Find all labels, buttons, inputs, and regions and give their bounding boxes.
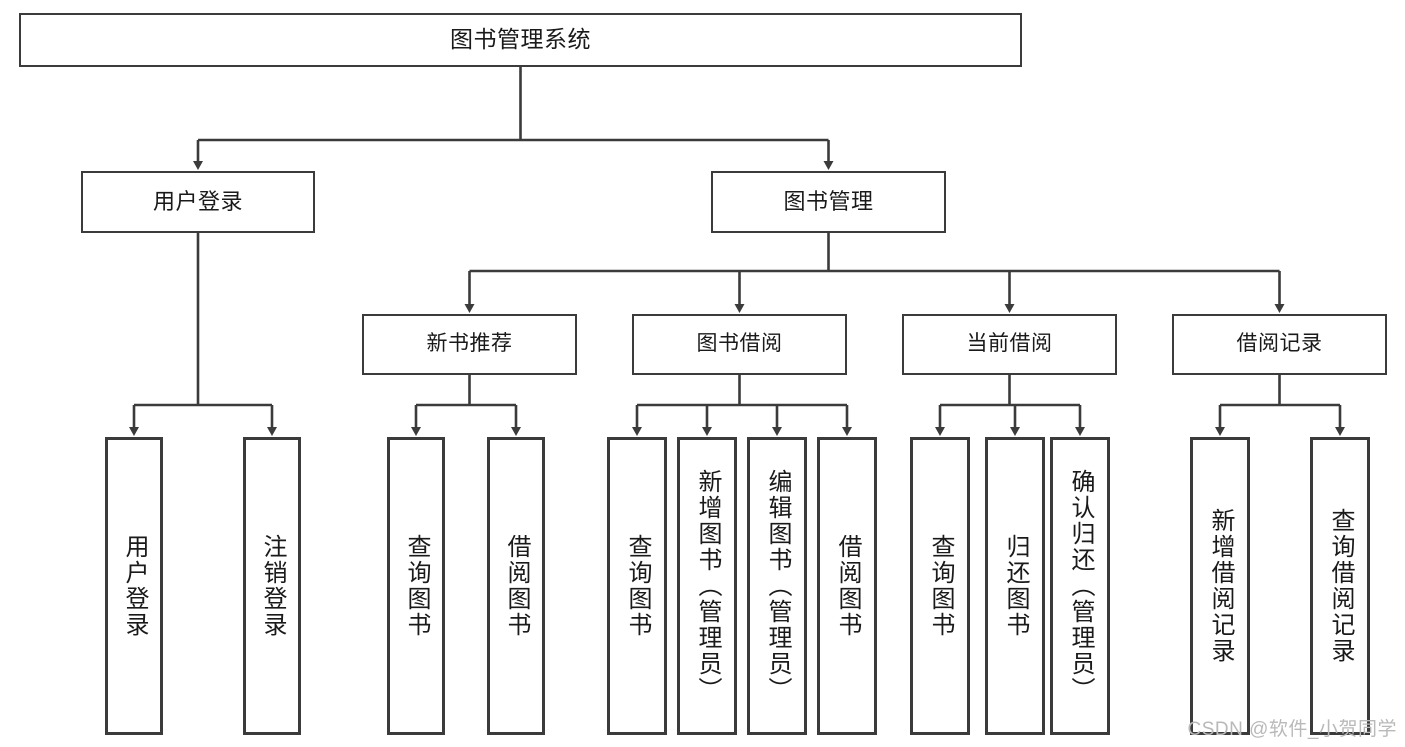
node-leaf-return-book-label: 归还图书 bbox=[1002, 534, 1029, 638]
connector-group bbox=[129, 67, 1345, 436]
node-leaf-borrow-book-1[interactable]: 借阅图书 bbox=[487, 437, 545, 735]
node-leaf-query-book-1-label: 查询图书 bbox=[403, 534, 430, 638]
node-book-borrow[interactable]: 图书借阅 bbox=[632, 314, 847, 375]
node-leaf-confirm-return-admin[interactable]: 确认归还（管理员） bbox=[1050, 437, 1110, 735]
node-current-borrow-label: 当前借阅 bbox=[966, 332, 1053, 356]
node-leaf-borrow-book-2[interactable]: 借阅图书 bbox=[817, 437, 877, 735]
node-leaf-query-book-2[interactable]: 查询图书 bbox=[607, 437, 667, 735]
node-leaf-add-book-admin[interactable]: 新增图书（管理员） bbox=[677, 437, 737, 735]
node-book-manage[interactable]: 图书管理 bbox=[711, 171, 946, 233]
node-book-borrow-label: 图书借阅 bbox=[696, 332, 783, 356]
node-leaf-logout-login-label: 注销登录 bbox=[259, 534, 286, 638]
node-leaf-borrow-book-2-label: 借阅图书 bbox=[834, 534, 861, 638]
node-new-book-recommend[interactable]: 新书推荐 bbox=[362, 314, 577, 375]
node-book-manage-label: 图书管理 bbox=[783, 189, 874, 215]
node-new-book-recommend-label: 新书推荐 bbox=[426, 332, 513, 356]
node-leaf-query-book-3-label: 查询图书 bbox=[927, 534, 954, 638]
node-leaf-add-borrow-record-label: 新增借阅记录 bbox=[1207, 508, 1234, 664]
node-leaf-confirm-return-admin-label: 确认归还（管理员） bbox=[1067, 469, 1094, 703]
node-leaf-borrow-book-1-label: 借阅图书 bbox=[503, 534, 530, 638]
node-leaf-query-book-2-label: 查询图书 bbox=[624, 534, 651, 638]
node-root[interactable]: 图书管理系统 bbox=[19, 13, 1022, 67]
node-leaf-user-login-label: 用户登录 bbox=[121, 534, 148, 638]
node-leaf-edit-book-admin[interactable]: 编辑图书（管理员） bbox=[747, 437, 807, 735]
node-leaf-add-borrow-record[interactable]: 新增借阅记录 bbox=[1190, 437, 1250, 735]
node-leaf-return-book[interactable]: 归还图书 bbox=[985, 437, 1045, 735]
node-root-label: 图书管理系统 bbox=[450, 26, 591, 53]
node-user-login[interactable]: 用户登录 bbox=[81, 171, 315, 233]
node-leaf-query-book-1[interactable]: 查询图书 bbox=[387, 437, 445, 735]
node-borrow-record[interactable]: 借阅记录 bbox=[1172, 314, 1387, 375]
node-leaf-edit-book-admin-label: 编辑图书（管理员） bbox=[764, 469, 791, 703]
node-leaf-query-borrow-record[interactable]: 查询借阅记录 bbox=[1310, 437, 1370, 735]
node-leaf-query-book-3[interactable]: 查询图书 bbox=[910, 437, 970, 735]
node-borrow-record-label: 借阅记录 bbox=[1236, 332, 1323, 356]
node-leaf-logout-login[interactable]: 注销登录 bbox=[243, 437, 301, 735]
node-leaf-add-book-admin-label: 新增图书（管理员） bbox=[694, 469, 721, 703]
node-current-borrow[interactable]: 当前借阅 bbox=[902, 314, 1117, 375]
node-user-login-label: 用户登录 bbox=[152, 189, 243, 215]
node-leaf-user-login[interactable]: 用户登录 bbox=[105, 437, 163, 735]
node-leaf-query-borrow-record-label: 查询借阅记录 bbox=[1327, 508, 1354, 664]
